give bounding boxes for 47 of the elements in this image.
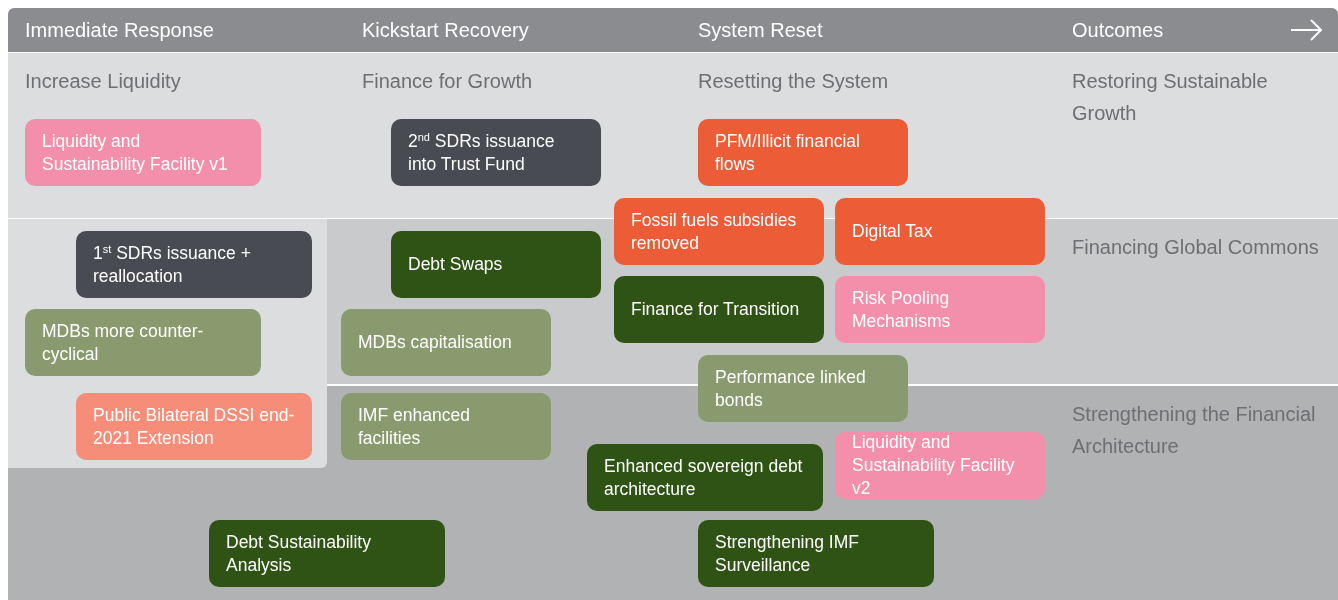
initiative-box — [587, 444, 823, 511]
initiative-box — [391, 231, 601, 298]
initiative-text: Strengthening IMF Surveillance — [715, 530, 860, 577]
initiative-box — [835, 432, 1045, 499]
initiative-text: 2$^{nd}$ SDRs issuance into Trust Fund — [408, 129, 556, 176]
column-heading: Immediate Response — [25, 18, 214, 43]
initiative-text: Fossil fuels subsidies removed — [631, 208, 798, 255]
initiative-text: Performance linked bonds — [715, 365, 867, 412]
initiative-box — [698, 119, 908, 186]
row-heading: Increase Liquidity — [25, 69, 182, 94]
initiative-text: MDBs capitalisation — [358, 331, 512, 354]
initiative-box — [698, 355, 908, 422]
initiative-box — [835, 276, 1045, 343]
initiative-text: Liquidity and Sustainability Facility v2 — [852, 431, 1016, 500]
initiative-box — [835, 198, 1045, 265]
initiative-box — [209, 520, 445, 587]
initiative-text: 1$^{st}$ SDRs issuance + reallocation — [93, 241, 252, 288]
initiative-box — [341, 393, 551, 460]
initiative-box — [341, 309, 551, 376]
row-heading: Restoring Sustainable Growth — [1072, 69, 1269, 126]
initiative-box — [698, 520, 934, 587]
row-heading: Resetting the System — [698, 69, 890, 94]
initiative-text: MDBs more counter-cyclical — [42, 319, 205, 366]
initiative-text: IMF enhanced facilities — [358, 403, 471, 450]
initiative-box — [25, 309, 261, 376]
header-bar — [8, 8, 1338, 52]
initiative-box — [614, 198, 824, 265]
initiative-text: Finance for Transition — [631, 298, 800, 321]
initiative-text: Digital Tax — [852, 220, 933, 243]
initiative-box — [76, 231, 312, 298]
initiative-box — [25, 119, 261, 186]
row-heading: Finance for Growth — [362, 69, 534, 94]
initiative-text: Debt Swaps — [408, 253, 503, 276]
initiative-text: Liquidity and Sustainability Facility v1 — [42, 129, 229, 176]
initiative-box — [76, 393, 312, 460]
initiative-text: Enhanced sovereign debt architecture — [604, 454, 804, 501]
column-heading: System Reset — [698, 18, 823, 43]
row-heading: Financing Global Commons — [1072, 235, 1320, 260]
initiative-box — [391, 119, 601, 186]
initiative-text: Public Bilateral DSSI end-2021 Extension — [93, 403, 295, 450]
column-heading: Kickstart Recovery — [362, 18, 529, 43]
row-heading: Strengthening the Financial Architecture — [1072, 402, 1317, 459]
initiative-text: Debt Sustainability Analysis — [226, 530, 372, 577]
initiative-box — [614, 276, 824, 343]
column-heading: Outcomes — [1072, 18, 1164, 43]
initiative-text: PFM/Illicit financial flows — [715, 129, 861, 176]
initiative-text: Risk Pooling Mechanisms — [852, 286, 952, 333]
